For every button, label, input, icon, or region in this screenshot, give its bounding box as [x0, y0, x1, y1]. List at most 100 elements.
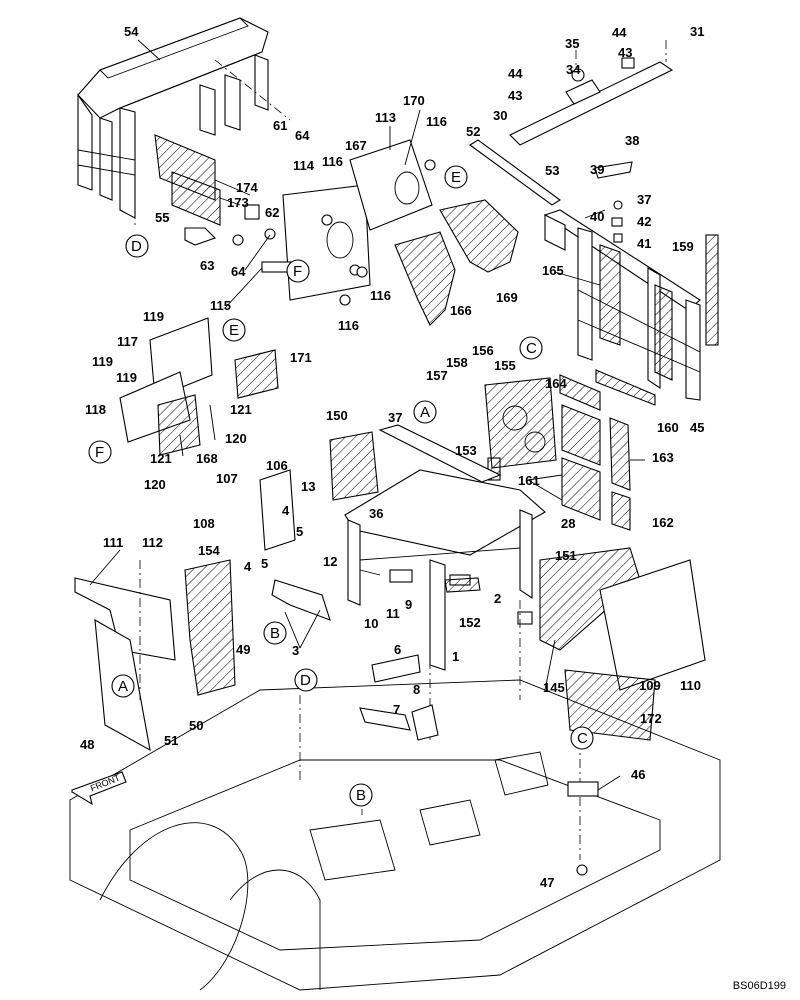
svg-text:A: A [420, 404, 430, 421]
svg-text:1: 1 [452, 649, 459, 664]
frame-165 [543, 209, 701, 401]
leader-lines [89, 39, 645, 791]
svg-text:41: 41 [637, 236, 651, 251]
pad-150 [329, 431, 379, 501]
chassis-base [69, 560, 721, 991]
svg-text:152: 152 [459, 615, 481, 630]
shield-pad [411, 704, 439, 741]
plate-106 [259, 469, 296, 551]
callout-b-bottom: B [349, 783, 373, 807]
main-frame-1 [344, 424, 546, 671]
svg-text:169: 169 [496, 290, 518, 305]
svg-text:166: 166 [450, 303, 472, 318]
svg-text:121: 121 [150, 451, 172, 466]
svg-text:E: E [229, 322, 239, 339]
svg-text:5: 5 [261, 556, 268, 571]
callout-f-left: F [88, 440, 112, 464]
svg-text:145: 145 [543, 680, 565, 695]
svg-text:155: 155 [494, 358, 516, 373]
plate-30 [509, 40, 674, 146]
bar-52 [469, 139, 561, 206]
svg-text:64: 64 [295, 128, 310, 143]
svg-text:64: 64 [231, 264, 246, 279]
bolt-47 [576, 864, 588, 876]
svg-text:106: 106 [266, 458, 288, 473]
callout-b-mid: B [263, 621, 287, 645]
svg-text:119: 119 [143, 309, 164, 324]
svg-text:159: 159 [672, 239, 694, 254]
svg-text:150: 150 [326, 408, 348, 423]
svg-text:174: 174 [236, 180, 258, 195]
callout-e-left: E [222, 318, 246, 342]
callout-e-top: E [444, 165, 468, 189]
svg-text:121: 121 [230, 402, 252, 417]
svg-text:F: F [293, 263, 302, 280]
svg-text:162: 162 [652, 515, 674, 530]
svg-text:118: 118 [85, 402, 106, 417]
svg-text:63: 63 [200, 258, 214, 273]
svg-text:7: 7 [393, 702, 400, 717]
svg-text:61: 61 [273, 118, 287, 133]
svg-text:158: 158 [446, 355, 468, 370]
svg-text:109: 109 [639, 678, 661, 693]
svg-text:171: 171 [290, 350, 312, 365]
svg-text:120: 120 [144, 477, 166, 492]
svg-text:50: 50 [189, 718, 203, 733]
svg-text:160: 160 [657, 420, 679, 435]
svg-text:116: 116 [338, 318, 359, 333]
svg-text:38: 38 [625, 133, 639, 148]
part-labels: 54 35 44 31 43 34 44 43 30 170 113 116 5… [80, 24, 704, 890]
svg-text:157: 157 [426, 368, 448, 383]
callout-f-top: F [286, 259, 310, 283]
svg-text:44: 44 [612, 25, 627, 40]
svg-text:114: 114 [293, 158, 315, 173]
svg-text:45: 45 [690, 420, 704, 435]
svg-text:117: 117 [117, 334, 138, 349]
svg-text:112: 112 [142, 535, 163, 550]
svg-text:116: 116 [426, 114, 447, 129]
bolt-116-c [339, 294, 351, 306]
svg-text:11: 11 [386, 606, 400, 621]
pad-161b [561, 457, 601, 521]
svg-text:119: 119 [116, 370, 137, 385]
svg-text:B: B [356, 787, 366, 804]
svg-text:6: 6 [394, 642, 401, 657]
svg-text:116: 116 [370, 288, 391, 303]
svg-text:54: 54 [124, 24, 139, 39]
svg-text:A: A [118, 678, 128, 695]
pad-163 [609, 417, 631, 491]
svg-text:52: 52 [466, 124, 480, 139]
pad-169 [439, 199, 519, 273]
bracket-6 [371, 654, 421, 683]
pad-171 [234, 349, 279, 399]
svg-text:34: 34 [566, 62, 581, 77]
svg-text:165: 165 [542, 263, 564, 278]
callout-a-left: A [111, 674, 135, 698]
svg-text:37: 37 [637, 192, 651, 207]
svg-text:167: 167 [345, 138, 367, 153]
svg-text:173: 173 [227, 195, 249, 210]
pad-166 [394, 231, 456, 326]
pad-160 [595, 369, 656, 406]
svg-text:4: 4 [244, 559, 252, 574]
front-arrow-icon: FRONT [71, 771, 127, 806]
callout-d-top: D [125, 234, 149, 258]
svg-text:153: 153 [455, 443, 477, 458]
svg-text:35: 35 [565, 36, 579, 51]
svg-text:48: 48 [80, 737, 94, 752]
svg-text:C: C [526, 340, 537, 357]
svg-text:115: 115 [210, 298, 231, 313]
pad-161 [561, 404, 601, 466]
svg-text:13: 13 [301, 479, 315, 494]
svg-text:163: 163 [652, 450, 674, 465]
pad-173 [171, 171, 221, 226]
svg-text:3: 3 [292, 643, 299, 658]
svg-text:39: 39 [590, 162, 604, 177]
svg-text:151: 151 [555, 548, 577, 563]
svg-text:12: 12 [323, 554, 337, 569]
svg-text:168: 168 [196, 451, 218, 466]
svg-text:2: 2 [494, 591, 501, 606]
pad-154 [184, 559, 236, 696]
pad-159 [705, 234, 719, 346]
